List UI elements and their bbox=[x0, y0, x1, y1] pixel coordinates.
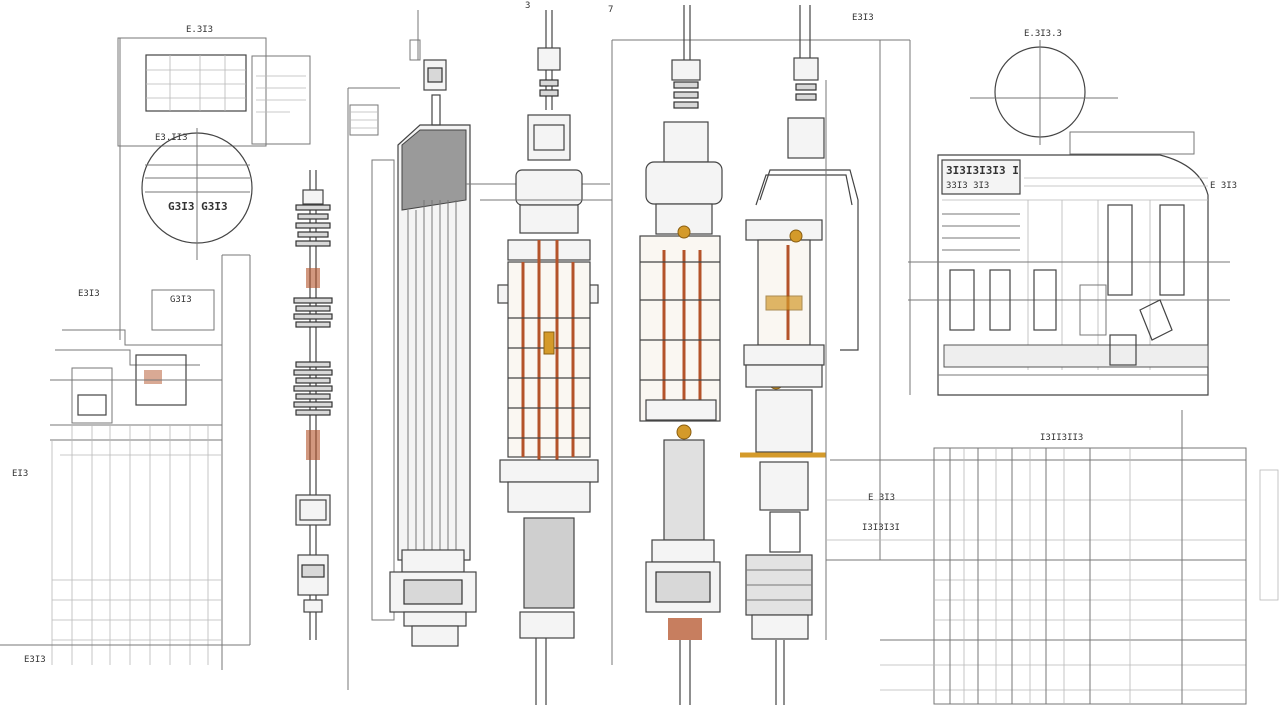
top-center-r: E3I3 bbox=[852, 13, 874, 23]
right-box-sub: 33I3 3I3 bbox=[946, 181, 989, 191]
tl-note: E3.II3 bbox=[155, 133, 188, 143]
top-center-b: 7 bbox=[608, 5, 613, 15]
left-bottom-label: E3I3 bbox=[24, 655, 46, 665]
right-box-title: 3I3I3I3I3 I bbox=[946, 164, 1019, 177]
right-upper-panel: E.3I3.3 3I3I3I3I3 I 33I3 3I3 bbox=[879, 29, 1237, 560]
grey-cylinder bbox=[347, 10, 610, 690]
mid-left-box-label: G3I3 bbox=[170, 295, 192, 305]
mid-note-2: E 3I3 bbox=[868, 493, 895, 503]
top-center-a: 3 bbox=[525, 1, 530, 11]
right-lower-grid: I3II3II3 I3I3I3I E 3I3 bbox=[826, 410, 1279, 705]
third-assembly: E3I3 bbox=[740, 5, 874, 705]
right-side-label: E 3I3 bbox=[1210, 181, 1237, 191]
right-lower-title: I3II3II3 bbox=[1040, 433, 1083, 443]
left-small-label: EI3 bbox=[12, 469, 28, 479]
tl-circle-label: G3I3 G3I3 bbox=[168, 200, 228, 213]
left-ref-label: E3I3 bbox=[78, 289, 100, 299]
tl-box-title: E.3I3 bbox=[186, 25, 213, 35]
insulator-column bbox=[293, 170, 333, 640]
second-assembly bbox=[639, 5, 723, 705]
mid-note: I3I3I3I bbox=[862, 523, 900, 533]
central-assembly: 3 bbox=[497, 1, 599, 705]
right-circle-title: E.3I3.3 bbox=[1024, 29, 1062, 39]
left-schematic: E.3I3 G3I3 G3I3 E3.II3 E3I3 G3I3 bbox=[0, 25, 311, 670]
